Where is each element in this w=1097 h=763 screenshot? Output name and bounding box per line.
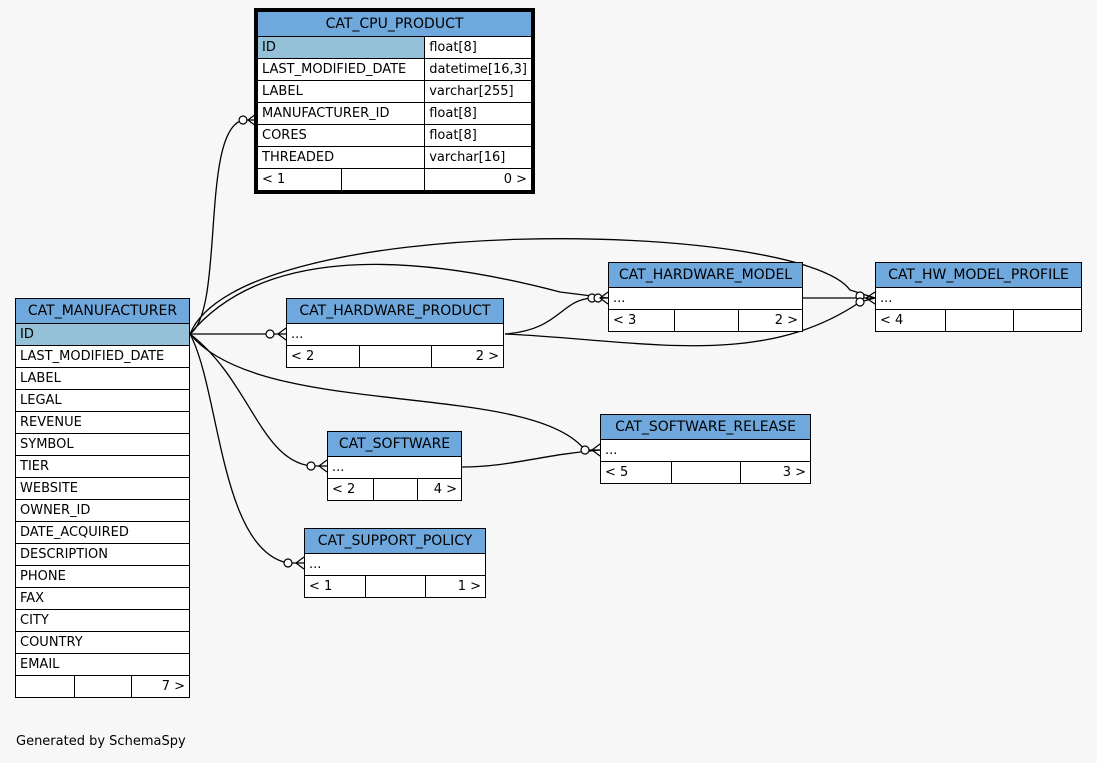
column-name[interactable]: LAST_MODIFIED_DATE — [256, 58, 426, 81]
parents-link[interactable] — [15, 675, 75, 698]
children-link[interactable]: 7 > — [131, 675, 190, 698]
edge-hardware-product-hw-model-profile — [504, 297, 876, 347]
parents-link[interactable]: < 2 — [286, 345, 360, 368]
children-link[interactable]: 2 > — [431, 345, 504, 368]
column-type: float[8] — [424, 36, 532, 59]
column-type: varchar[16] — [424, 146, 532, 169]
parents-link[interactable]: < 2 — [327, 478, 374, 501]
column-name[interactable]: WEBSITE — [15, 477, 190, 500]
column-name[interactable]: CITY — [15, 609, 190, 632]
column-name[interactable]: ID — [256, 36, 426, 59]
edge-manufacturer-cpu — [189, 119, 256, 335]
column-name[interactable]: ID — [15, 323, 190, 346]
column-ellipsis[interactable]: ... — [608, 287, 803, 310]
table-cat-hw-model-profile[interactable]: CAT_HW_MODEL_PROFILE ... < 4 — [875, 262, 1082, 332]
footer-spacer — [671, 461, 741, 484]
table-title[interactable]: CAT_SOFTWARE — [327, 431, 462, 457]
column-name[interactable]: TIER — [15, 455, 190, 478]
column-name[interactable]: LABEL — [15, 367, 190, 390]
table-cat-manufacturer[interactable]: CAT_MANUFACTURER ID LAST_MODIFIED_DATE L… — [15, 298, 190, 698]
footer-spacer — [365, 575, 426, 598]
table-title[interactable]: CAT_SUPPORT_POLICY — [304, 528, 486, 554]
column-name[interactable]: THREADED — [256, 146, 426, 169]
column-name[interactable]: LAST_MODIFIED_DATE — [15, 345, 190, 368]
column-type: datetime[16,3] — [424, 58, 532, 81]
parents-link[interactable]: < 3 — [608, 309, 675, 332]
column-name[interactable]: LABEL — [256, 80, 426, 103]
children-link[interactable]: 0 > — [424, 168, 532, 191]
footer-spacer — [74, 675, 132, 698]
column-name[interactable]: DESCRIPTION — [15, 543, 190, 566]
column-name[interactable]: LEGAL — [15, 389, 190, 412]
column-name[interactable]: FAX — [15, 587, 190, 610]
parents-link[interactable]: < 4 — [875, 309, 946, 332]
column-ellipsis[interactable]: ... — [327, 456, 462, 479]
parents-link[interactable]: < 1 — [256, 168, 343, 191]
table-cat-support-policy[interactable]: CAT_SUPPORT_POLICY ... < 1 1 > — [304, 528, 486, 598]
column-name[interactable]: REVENUE — [15, 411, 190, 434]
table-title[interactable]: CAT_HW_MODEL_PROFILE — [875, 262, 1082, 288]
generated-by-text: Generated by SchemaSpy — [16, 734, 186, 749]
table-cat-software-release[interactable]: CAT_SOFTWARE_RELEASE ... < 5 3 > — [600, 414, 811, 484]
table-cat-software[interactable]: CAT_SOFTWARE ... < 2 4 > — [327, 431, 462, 501]
column-ellipsis[interactable]: ... — [304, 553, 486, 576]
edge-manufacturer-support-policy — [189, 333, 304, 564]
table-title[interactable]: CAT_CPU_PRODUCT — [257, 11, 532, 37]
column-name[interactable]: EMAIL — [15, 653, 190, 676]
column-type: float[8] — [424, 124, 532, 147]
column-name[interactable]: SYMBOL — [15, 433, 190, 456]
column-ellipsis[interactable]: ... — [875, 287, 1082, 310]
column-name[interactable]: CORES — [256, 124, 426, 147]
edge-manufacturer-hw-model-profile — [189, 238, 876, 335]
column-type: float[8] — [424, 102, 532, 125]
edge-manufacturer-software-release — [189, 333, 600, 451]
children-link[interactable]: 2 > — [738, 309, 803, 332]
footer-spacer — [945, 309, 1014, 332]
column-name[interactable]: PHONE — [15, 565, 190, 588]
table-cat-hardware-model[interactable]: CAT_HARDWARE_MODEL ... < 3 2 > — [608, 262, 803, 332]
table-title[interactable]: CAT_MANUFACTURER — [15, 298, 190, 324]
edge-software-software-release — [461, 449, 601, 468]
edge-hardware-product-hardware-model — [504, 297, 608, 335]
column-name[interactable]: DATE_ACQUIRED — [15, 521, 190, 544]
edge-manufacturer-software — [189, 333, 327, 467]
column-ellipsis[interactable]: ... — [600, 439, 811, 462]
column-ellipsis[interactable]: ... — [286, 323, 504, 346]
footer-spacer — [359, 345, 432, 368]
table-title[interactable]: CAT_HARDWARE_MODEL — [608, 262, 803, 288]
column-type: varchar[255] — [424, 80, 532, 103]
footer-spacer — [674, 309, 739, 332]
children-link[interactable]: 3 > — [740, 461, 811, 484]
footer-spacer — [341, 168, 426, 191]
parents-link[interactable]: < 5 — [600, 461, 672, 484]
children-link[interactable]: 4 > — [417, 478, 462, 501]
children-link[interactable]: 1 > — [425, 575, 486, 598]
children-link[interactable] — [1013, 309, 1082, 332]
column-name[interactable]: COUNTRY — [15, 631, 190, 654]
edge-manufacturer-hardware-model — [189, 263, 609, 335]
table-cat-hardware-product[interactable]: CAT_HARDWARE_PRODUCT ... < 2 2 > — [286, 298, 504, 368]
table-title[interactable]: CAT_HARDWARE_PRODUCT — [286, 298, 504, 324]
column-name[interactable]: OWNER_ID — [15, 499, 190, 522]
footer-spacer — [373, 478, 418, 501]
column-name[interactable]: MANUFACTURER_ID — [256, 102, 426, 125]
table-title[interactable]: CAT_SOFTWARE_RELEASE — [600, 414, 811, 440]
parents-link[interactable]: < 1 — [304, 575, 366, 598]
